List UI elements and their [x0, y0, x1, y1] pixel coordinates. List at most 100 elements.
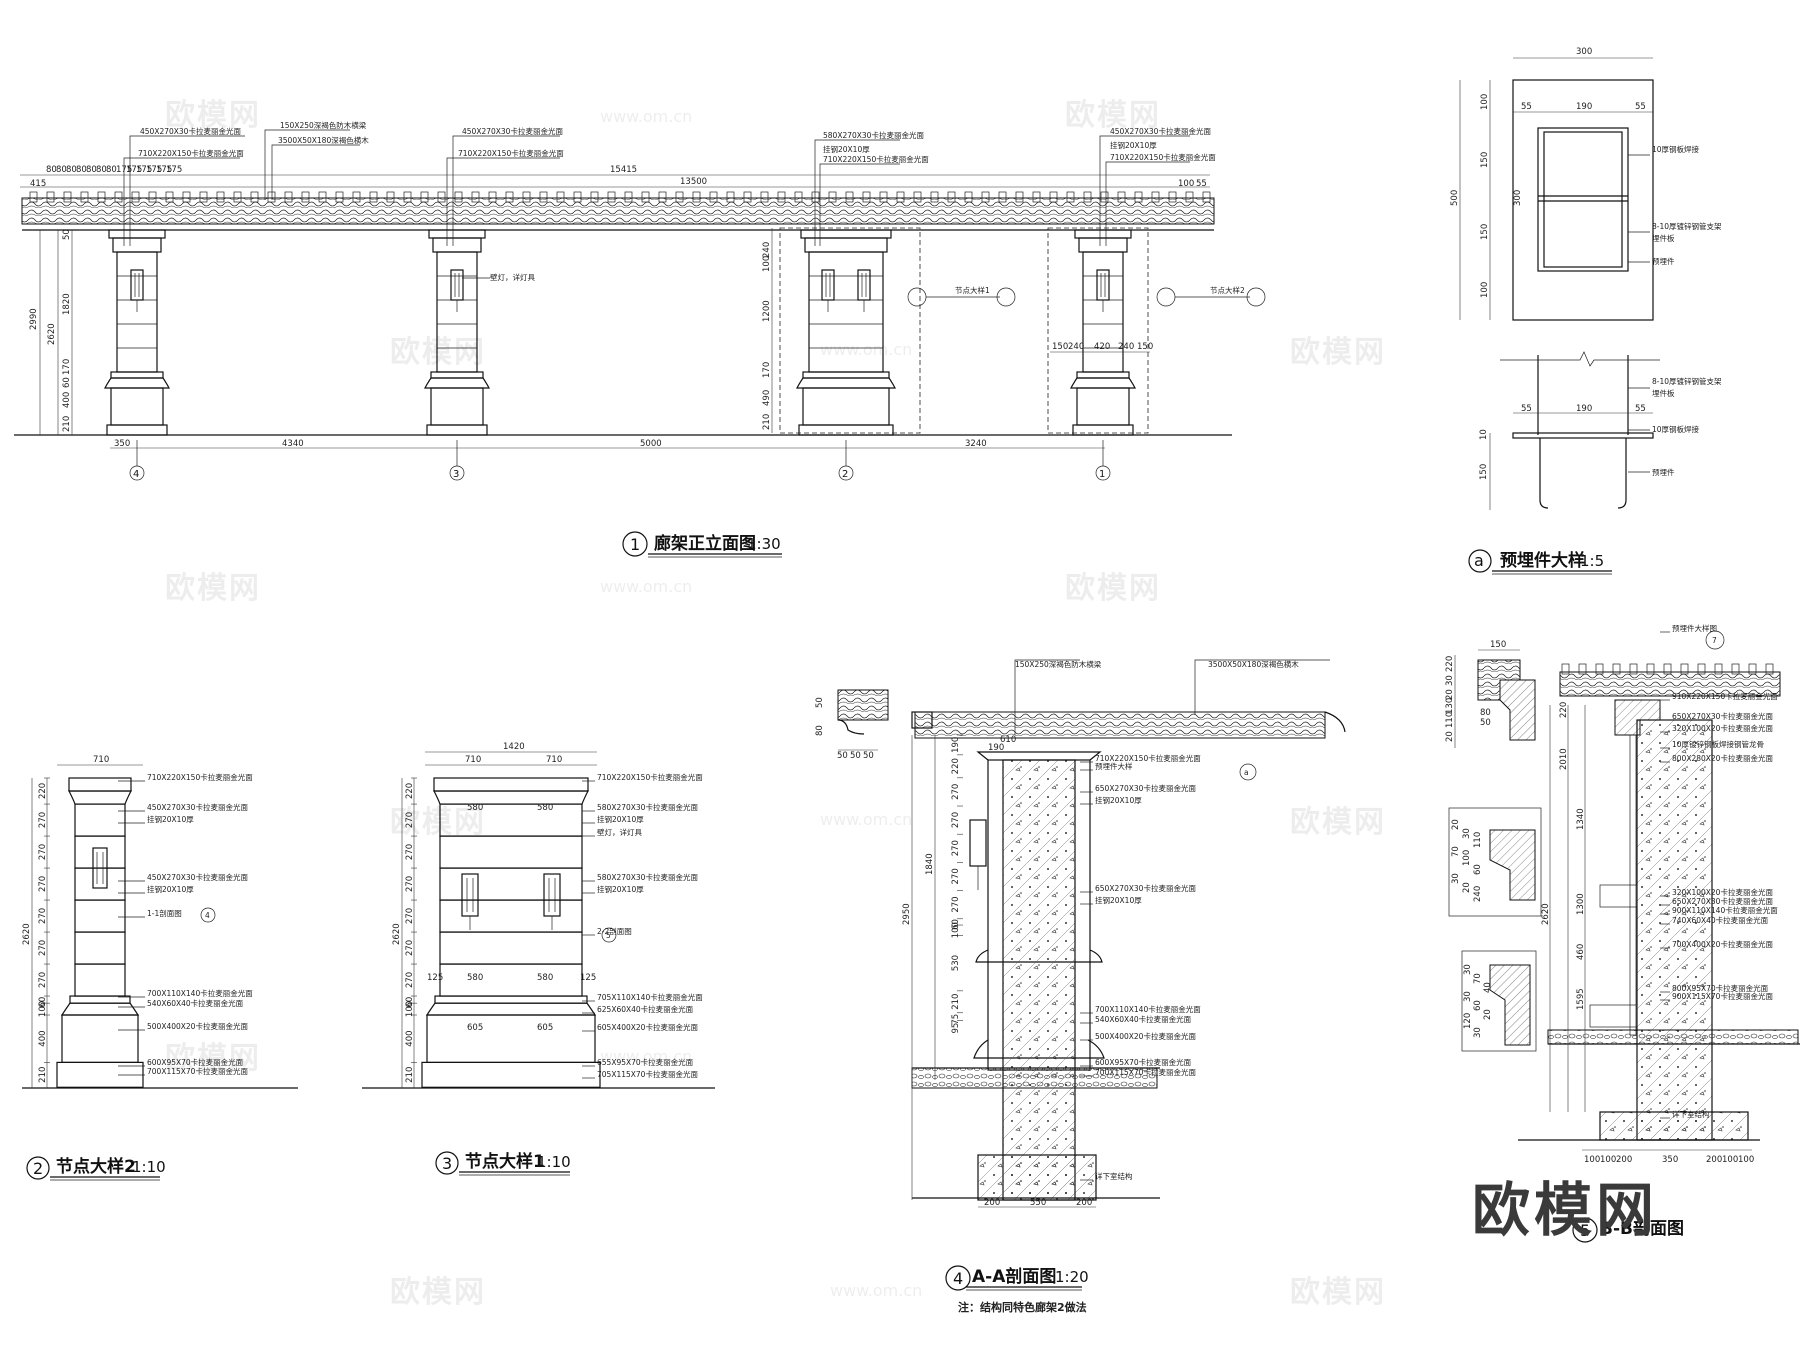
svg-text:300: 300	[1513, 190, 1523, 206]
title-node1: 3 节点大样1 1:10	[435, 1151, 571, 1176]
wall-lamp	[92, 847, 108, 889]
rafter-end	[624, 191, 633, 203]
rafter-end	[947, 191, 956, 203]
rafter-end	[63, 191, 72, 203]
dim-right-end: 55	[1196, 179, 1207, 189]
watermark-url: www.om.cn	[820, 810, 912, 829]
detail-dim: 60	[1473, 1000, 1483, 1011]
column	[424, 229, 490, 436]
material-note: 挂钢20X10厚	[597, 884, 644, 894]
rafter-end	[267, 191, 276, 203]
svg-text:200: 200	[1076, 1198, 1092, 1208]
dim-col2-490: 490	[762, 390, 772, 406]
rafter-end	[1629, 663, 1638, 675]
svg-text:a: a	[1244, 768, 1249, 777]
rafter-spacing-label: 80	[96, 165, 107, 175]
title-elevation: 1 廊架正立面图 1:30	[622, 531, 782, 558]
elevation-callouts: 450X270X30卡拉麦丽金光面 710X220X150卡拉麦丽金光面 150…	[123, 120, 1216, 282]
svg-text:节点大样2: 节点大样2	[56, 1156, 136, 1177]
svg-text:50: 50	[850, 751, 861, 761]
material-note: 10厚镀锌钢板焊接钢管龙骨	[1672, 739, 1764, 749]
column	[104, 229, 170, 436]
embed-note-1: 10厚钢板焊接	[1652, 144, 1700, 154]
rafter-end	[1595, 663, 1604, 675]
rafter-end	[896, 191, 905, 203]
column-capital	[108, 229, 166, 239]
svg-text:150: 150	[1480, 224, 1490, 240]
columns	[104, 229, 1136, 436]
wall-lamp	[450, 269, 464, 301]
wall-lamp	[543, 873, 561, 917]
height-dim: 270	[405, 812, 415, 828]
rafter-end	[403, 191, 412, 203]
dim-col2-170: 170	[762, 362, 772, 378]
height-dim: 220	[38, 783, 48, 799]
material-note: 500X400X20卡拉麦丽金光面	[147, 1021, 248, 1031]
column	[796, 229, 896, 436]
dim-overall: 15415	[610, 165, 637, 175]
axis-3: 3	[449, 440, 465, 481]
svg-text:550: 550	[1030, 1198, 1046, 1208]
rafter-end	[29, 191, 38, 203]
watermark: 欧模网	[165, 98, 261, 133]
height-dim: 60	[405, 997, 415, 1008]
rafter-end	[573, 191, 582, 203]
dim-col1-420: 420	[1094, 342, 1110, 352]
embed-note-2: 8-10厚镀锌钢管支架	[1652, 221, 1722, 231]
height-dim: 30	[1445, 675, 1455, 686]
embed-frame-outer	[1537, 127, 1629, 272]
rafter-end	[1697, 663, 1706, 675]
rafter-end	[556, 191, 565, 203]
detail-dim: 20	[1483, 1009, 1493, 1020]
column-pedestal	[802, 387, 890, 426]
material-note: 600X95X70卡拉麦丽金光面	[1095, 1057, 1192, 1067]
node-panel	[439, 963, 583, 997]
material-note: 540X60X40卡拉麦丽金光面	[1095, 1014, 1192, 1024]
rafter-end	[590, 191, 599, 203]
material-note: 320X100X20卡拉麦丽金光面	[1672, 887, 1773, 897]
node-panel	[74, 835, 126, 869]
axis-4: 4	[129, 440, 145, 481]
detail-dim: 40	[1483, 982, 1493, 993]
height-dim: 220	[951, 758, 961, 774]
rafter-end	[641, 191, 650, 203]
callout-col3-b: 710X220X150卡拉麦丽金光面	[458, 148, 564, 158]
bb-core	[1636, 719, 1713, 1141]
svg-text:预埋件: 预埋件	[1652, 467, 1675, 477]
material-note: 650X270X30卡拉麦丽金光面	[1095, 783, 1196, 793]
aa-footing	[977, 1154, 1097, 1201]
svg-text:4: 4	[205, 911, 210, 920]
svg-text:150: 150	[1490, 640, 1506, 650]
rafter-end	[777, 191, 786, 203]
column-pedestal	[1076, 387, 1130, 426]
detail-dim: 30	[1462, 828, 1472, 839]
axis-2: 2	[838, 440, 854, 481]
svg-text:B-B剖面图: B-B剖面图	[1600, 1218, 1684, 1239]
height-dim: 270	[405, 972, 415, 988]
rafter-end	[114, 191, 123, 203]
rafter-end	[216, 191, 225, 203]
height-dim: 270	[38, 812, 48, 828]
height-dim: 220	[1559, 702, 1569, 718]
node-panel	[74, 803, 126, 837]
rafter-end	[658, 191, 667, 203]
rafter-spacing-label: 175	[166, 165, 182, 175]
height-dim: 270	[38, 940, 48, 956]
rafter-end	[1731, 663, 1740, 675]
svg-text:50: 50	[863, 751, 874, 761]
bay-dim-350: 350	[114, 439, 130, 449]
node-capital	[433, 777, 589, 792]
svg-text:8-10厚镀锌钢管支架: 8-10厚镀锌钢管支架	[1652, 376, 1722, 386]
rafter-end	[964, 191, 973, 203]
rafter-end	[1117, 191, 1126, 203]
embed-frame-inner	[1543, 131, 1623, 268]
rafter-end	[471, 191, 480, 203]
rafter-end	[1714, 663, 1723, 675]
height-dim: 270	[951, 840, 961, 856]
height-dim: 400	[405, 1030, 415, 1046]
detail-dim: 20	[1451, 819, 1461, 830]
column-pedestal	[430, 387, 484, 426]
section-aa-drawing: 50 50 50 50 80 150X250深褐色防木横梁 3500X50X18…	[815, 659, 1346, 1314]
watermark: 欧模网	[1290, 335, 1386, 370]
